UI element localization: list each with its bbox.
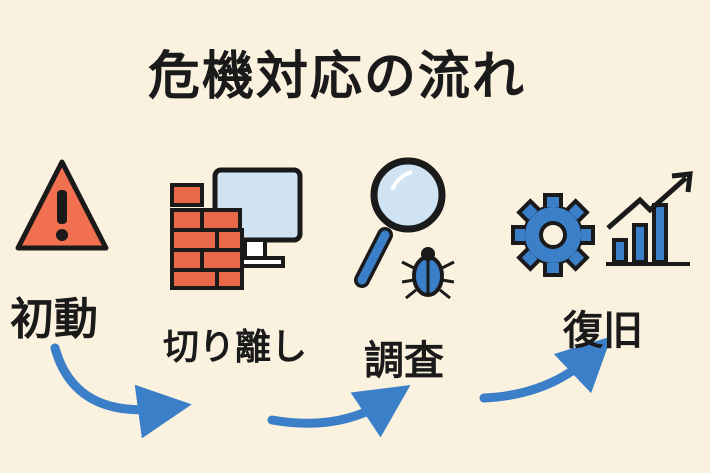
step-label-recovery: 復旧: [563, 308, 643, 354]
diagram-title: 危機対応の流れ: [148, 47, 527, 107]
step-label-investigation: 調査: [364, 338, 444, 384]
step-label-initial-response: 初動: [10, 294, 98, 345]
warning-icon: [15, 159, 109, 251]
step-label-isolation: 切り離し: [163, 327, 308, 368]
gear-chart-icon: [511, 171, 693, 277]
magnifier-bug-icon: [354, 157, 455, 300]
flow-arrow-3: [479, 336, 612, 403]
firewall-monitor-icon: [170, 167, 303, 290]
flow-arrow-2: [267, 385, 411, 438]
flow-arrow-1: [50, 343, 192, 439]
